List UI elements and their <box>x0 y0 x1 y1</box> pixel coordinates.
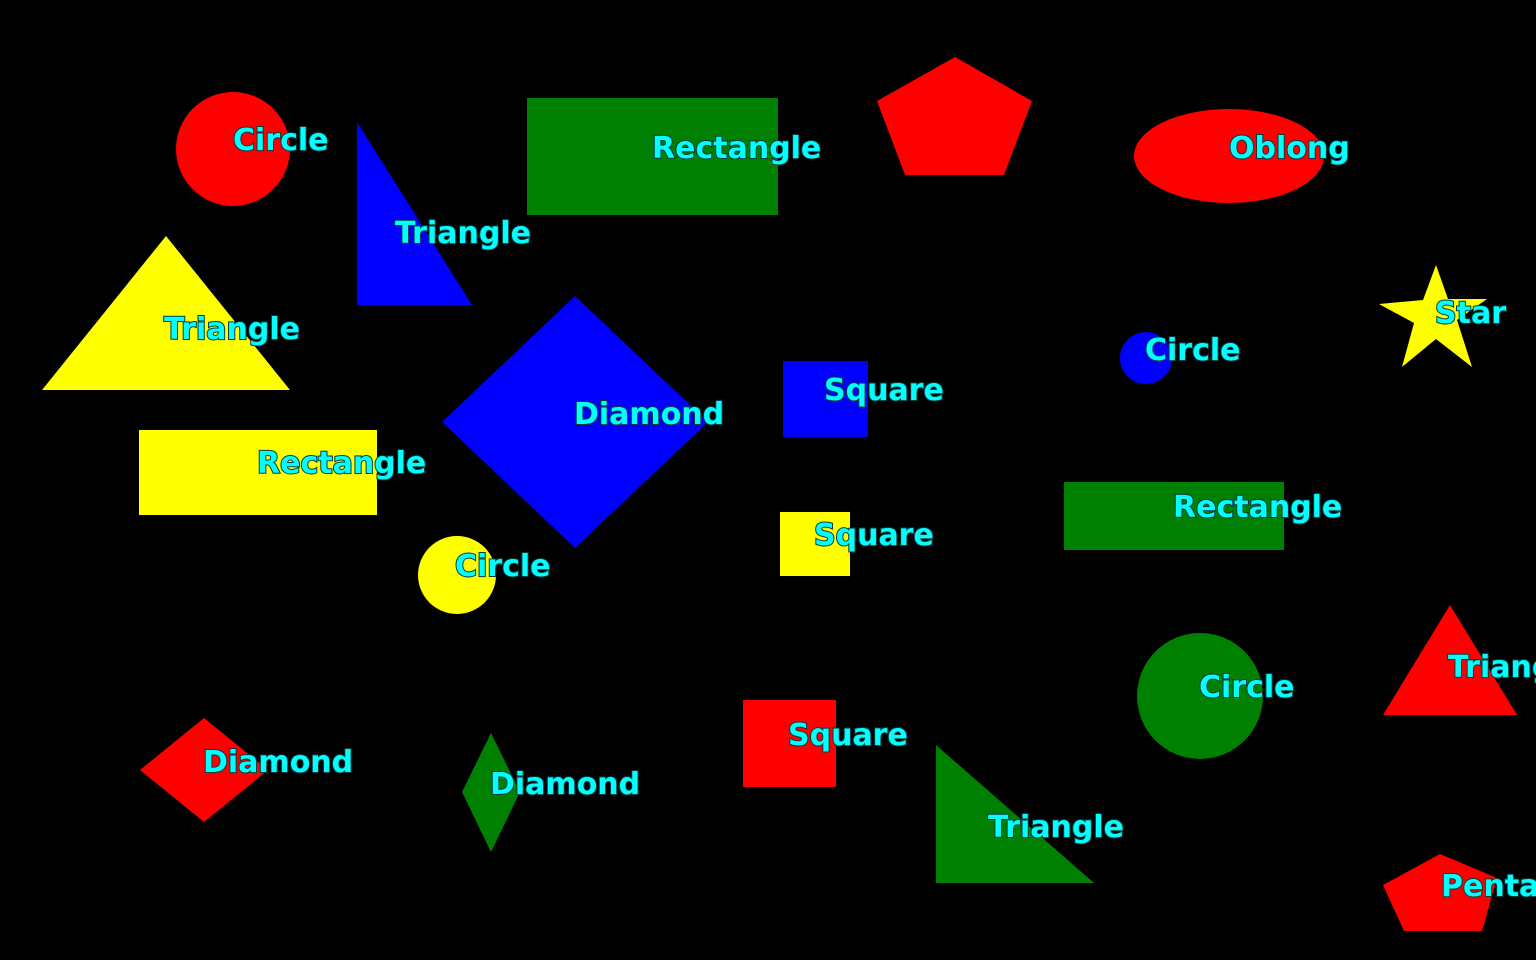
square-shape <box>743 700 836 787</box>
shape-label: Triangle <box>988 810 1124 845</box>
triangle-shape <box>42 236 290 390</box>
shape-label: Circle <box>1145 333 1241 368</box>
pentagon-shape <box>877 57 1032 175</box>
shape-label: Circle <box>233 123 329 158</box>
shape-label: Pentag <box>1441 869 1536 904</box>
shapes-layer <box>42 57 1517 931</box>
shape-label: Rectangle <box>652 131 821 166</box>
shape-label: Rectangle <box>257 446 426 481</box>
shape-label: Triangle <box>395 216 531 251</box>
shape-label: Circle <box>1199 670 1295 705</box>
shape-label: Oblong <box>1229 131 1350 166</box>
rectangle-shape <box>1064 482 1284 550</box>
diamond-shape <box>140 718 268 822</box>
circle-shape <box>1120 332 1172 384</box>
triangle-shape <box>357 122 472 305</box>
triangle-shape <box>936 745 1094 883</box>
square-shape <box>780 512 850 576</box>
shape-label: Rectangle <box>1173 490 1342 525</box>
star-shape <box>1379 265 1487 367</box>
shape-label: Square <box>788 718 908 753</box>
shape-label: Square <box>824 373 944 408</box>
shape-label: Triangle <box>164 312 300 347</box>
shape-label: Diamond <box>490 767 640 802</box>
shape-label: Triang <box>1448 650 1536 685</box>
rectangle-shape <box>527 98 778 215</box>
square-shape <box>783 361 868 437</box>
shape-label: Diamond <box>203 745 353 780</box>
oblong-shape <box>1134 109 1324 203</box>
shape-label: Diamond <box>574 397 724 432</box>
shape-label: Star <box>1435 296 1506 331</box>
labels-layer: Circle Triangle Rectangle Oblong Triangl… <box>163 122 1536 905</box>
diamond-shape <box>442 296 708 548</box>
circle-shape <box>176 92 290 206</box>
pentagon-shape <box>1383 854 1497 931</box>
diamond-shape <box>462 733 520 852</box>
shape-label: Square <box>814 518 934 553</box>
rectangle-shape <box>139 430 377 515</box>
shape-label: Circle <box>455 549 551 584</box>
circle-shape <box>1137 633 1263 759</box>
triangle-shape <box>1383 605 1517 715</box>
circle-shape <box>418 536 496 614</box>
